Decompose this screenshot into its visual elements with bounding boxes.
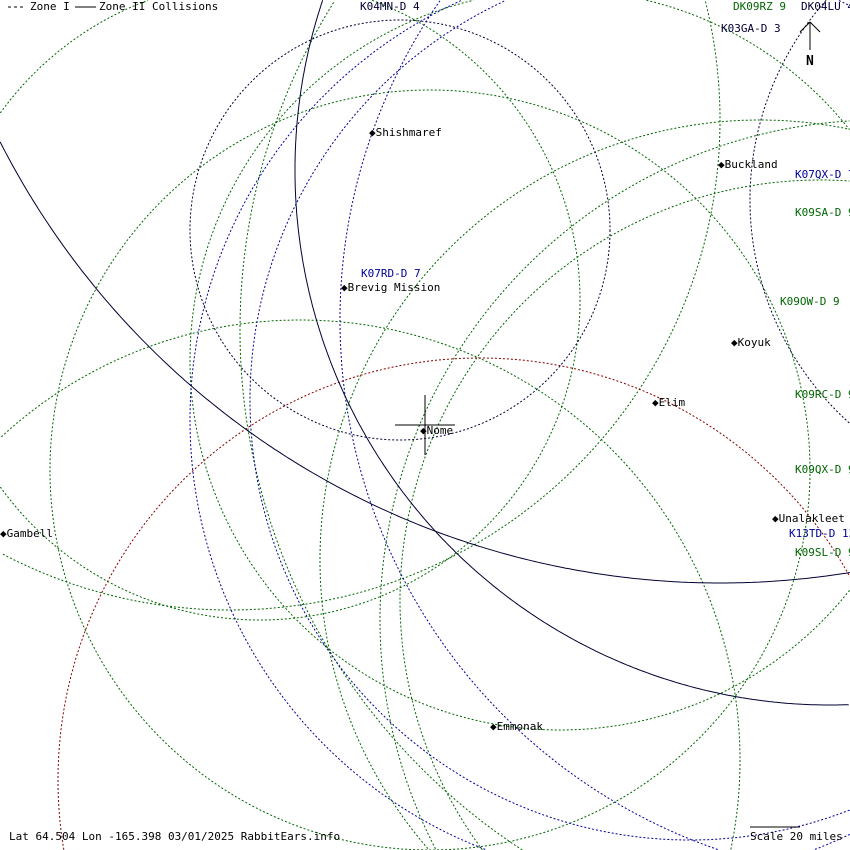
station-label[interactable]: K07RD-D 7 [361, 267, 421, 280]
north-arrow-icon [799, 21, 821, 50]
compass-label: N [806, 54, 814, 69]
town-emmonak: ◆Emmonak [490, 720, 543, 733]
coverage-circle [399, 179, 850, 850]
coverage-circle [319, 119, 850, 850]
town-buckland: ◆Buckland [718, 158, 778, 171]
coverage-circle [189, 0, 850, 731]
coverage-circle [239, 1, 523, 850]
scale-label: Scale 20 miles [750, 830, 843, 843]
station-label[interactable]: K13TD-D 13 [789, 527, 850, 540]
town-shishmaref: ◆Shishmaref [369, 126, 442, 139]
legend-zone2: Zone II Collisions [99, 0, 219, 13]
crosshair-marker [395, 395, 455, 455]
coverage-circle [189, 0, 850, 850]
footer-info: Lat 64.504 Lon -165.398 03/01/2025 Rabbi… [9, 830, 341, 843]
station-label[interactable]: K09QX-D 9 [795, 463, 850, 476]
station-label[interactable]: K09RC-D 9 [795, 388, 850, 401]
collision-circle [294, 0, 849, 706]
station-label[interactable]: DK04LU 4 [801, 0, 850, 13]
coverage-circle [0, 0, 581, 621]
station-label[interactable]: DK09RZ 9 [733, 0, 786, 13]
town-unalakleet: ◆Unalakleet [772, 512, 845, 525]
station-label[interactable]: K09SA-D 9 [795, 206, 850, 219]
station-label[interactable]: K07QX-D 7 [795, 168, 850, 181]
town-koyuk: ◆Koyuk [731, 336, 771, 349]
collision-circle [0, 141, 850, 584]
station-label[interactable]: K09OW-D 9 [780, 295, 840, 308]
legend-zone1: Zone I [30, 0, 70, 13]
coverage-circle [189, 19, 611, 441]
coverage-circle [57, 357, 850, 850]
coverage-circle [379, 120, 850, 850]
station-label[interactable]: K03GA-D 3 [721, 22, 781, 35]
town-elim: ◆Elim [652, 396, 686, 409]
town-gambell: ◆Gambell [0, 527, 53, 540]
coverage-circle [49, 89, 811, 850]
coverage-circle [1, 1, 721, 611]
coverage-circle [0, 319, 741, 850]
station-label[interactable]: K09SL-D 9 [795, 546, 850, 559]
coverage-circle [339, 0, 718, 850]
coverage-circle [249, 0, 850, 841]
station-label[interactable]: K04MN-D 4 [360, 0, 420, 13]
town-nome: ◆Nome [420, 424, 454, 437]
town-brevig-mission: ◆Brevig Mission [341, 281, 441, 294]
